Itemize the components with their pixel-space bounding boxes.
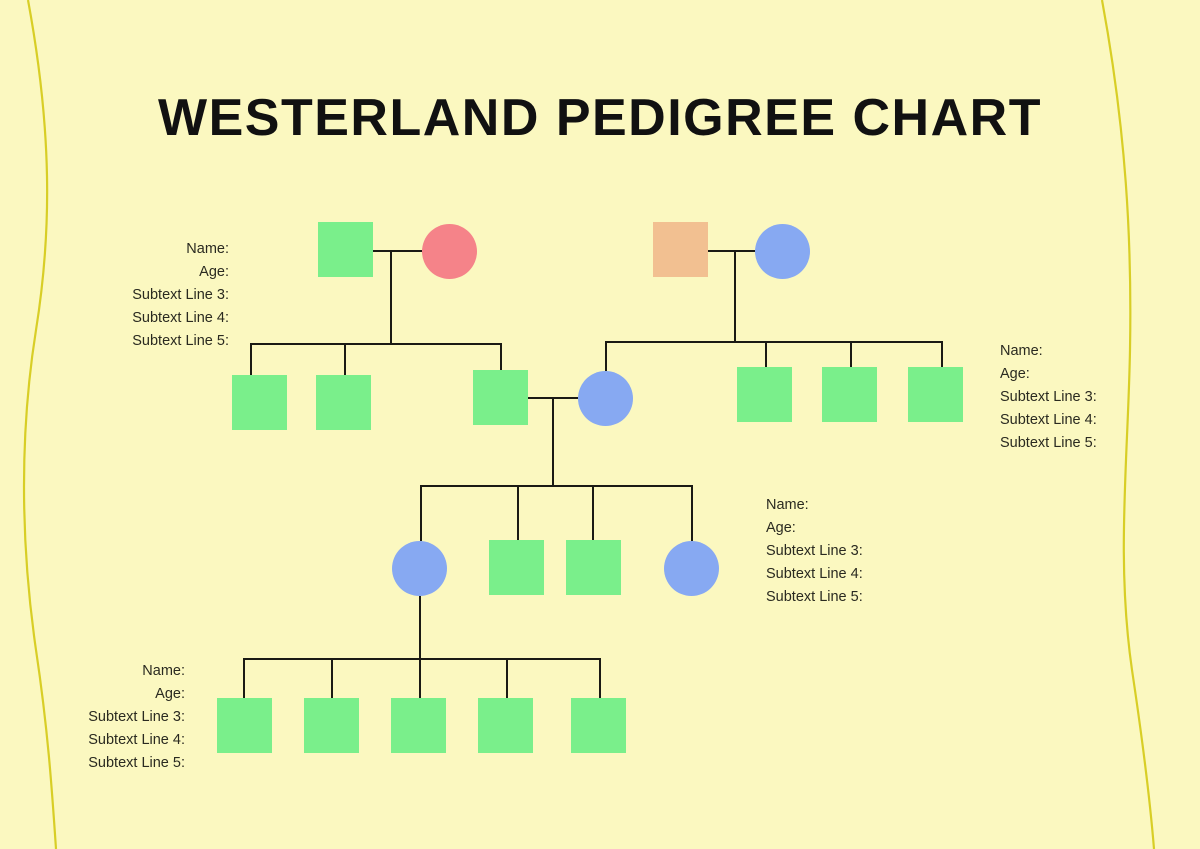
- union-line-g1-couple1: [373, 250, 422, 252]
- descent-line-g1-couple1: [390, 250, 392, 343]
- node-g1-a-male[interactable]: [318, 222, 373, 277]
- child-stem-g2-d: [605, 341, 607, 371]
- child-stem-g2-e: [765, 341, 767, 367]
- union-line-g1-couple2: [708, 250, 755, 252]
- child-stem-g4-b: [331, 658, 333, 698]
- descent-line-g3-a: [419, 596, 421, 698]
- node-g3-c-male[interactable]: [566, 540, 621, 595]
- info-line-subtext-3: Subtext Line 3:: [1000, 389, 1097, 405]
- info-line-subtext-3: Subtext Line 3:: [88, 709, 185, 725]
- node-g2-f-male[interactable]: [822, 367, 877, 422]
- info-line-subtext-4: Subtext Line 4:: [766, 566, 863, 582]
- node-g3-a-female[interactable]: [392, 541, 447, 596]
- info-line-age: Age:: [155, 686, 185, 702]
- node-g1-b-female[interactable]: [422, 224, 477, 279]
- sibship-bar-gen3: [420, 485, 692, 487]
- child-stem-g4-d: [506, 658, 508, 698]
- info-line-subtext-5: Subtext Line 5:: [132, 333, 229, 349]
- child-stem-g4-e: [599, 658, 601, 698]
- child-stem-g3-c: [592, 485, 594, 540]
- info-line-subtext-3: Subtext Line 3:: [766, 543, 863, 559]
- node-g2-e-male[interactable]: [737, 367, 792, 422]
- info-line-subtext-5: Subtext Line 5:: [766, 589, 863, 605]
- info-line-name: Name:: [186, 241, 229, 257]
- child-stem-g4-c: [419, 658, 421, 698]
- node-g2-b-male[interactable]: [316, 375, 371, 430]
- node-g1-d-female[interactable]: [755, 224, 810, 279]
- page-title: WESTERLAND PEDIGREE CHART: [158, 89, 1042, 147]
- sibship-bar-gen2-left: [250, 343, 502, 345]
- child-stem-g2-b: [344, 343, 346, 375]
- child-stem-g3-b: [517, 485, 519, 540]
- node-g4-c-male[interactable]: [391, 698, 446, 753]
- info-line-subtext-4: Subtext Line 4:: [132, 310, 229, 326]
- child-stem-g2-g: [941, 341, 943, 367]
- child-stem-g4-a: [243, 658, 245, 698]
- node-g1-c-male[interactable]: [653, 222, 708, 277]
- info-line-subtext-5: Subtext Line 5:: [1000, 435, 1097, 451]
- child-stem-g2-c: [500, 343, 502, 370]
- info-line-age: Age:: [766, 520, 796, 536]
- info-line-subtext-5: Subtext Line 5:: [88, 755, 185, 771]
- info-line-subtext-4: Subtext Line 4:: [1000, 412, 1097, 428]
- child-stem-g2-a: [250, 343, 252, 375]
- info-block-bottom-left: Name: Age: Subtext Line 3: Subtext Line …: [18, 660, 185, 775]
- info-line-age: Age:: [1000, 366, 1030, 382]
- sibship-bar-gen4: [243, 658, 600, 660]
- info-line-name: Name:: [766, 497, 809, 513]
- node-g2-a-male[interactable]: [232, 375, 287, 430]
- info-block-right: Name: Age: Subtext Line 3: Subtext Line …: [1000, 340, 1180, 455]
- node-g2-d-female[interactable]: [578, 371, 633, 426]
- info-line-subtext-3: Subtext Line 3:: [132, 287, 229, 303]
- node-g4-a-male[interactable]: [217, 698, 272, 753]
- info-block-middle: Name: Age: Subtext Line 3: Subtext Line …: [766, 494, 946, 609]
- descent-line-g2-couple: [552, 397, 554, 485]
- node-g2-g-male[interactable]: [908, 367, 963, 422]
- node-g4-e-male[interactable]: [571, 698, 626, 753]
- node-g2-c-male[interactable]: [473, 370, 528, 425]
- descent-line-g1-couple2: [734, 250, 736, 341]
- child-stem-g2-f: [850, 341, 852, 367]
- info-block-top-left: Name: Age: Subtext Line 3: Subtext Line …: [62, 238, 229, 353]
- child-stem-g3-d: [691, 485, 693, 541]
- node-g4-d-male[interactable]: [478, 698, 533, 753]
- info-line-subtext-4: Subtext Line 4:: [88, 732, 185, 748]
- node-g3-b-male[interactable]: [489, 540, 544, 595]
- info-line-name: Name:: [1000, 343, 1043, 359]
- node-g3-d-female[interactable]: [664, 541, 719, 596]
- sibship-bar-gen2-right: [605, 341, 942, 343]
- node-g4-b-male[interactable]: [304, 698, 359, 753]
- info-line-age: Age:: [199, 264, 229, 280]
- info-line-name: Name:: [142, 663, 185, 679]
- child-stem-g3-a: [420, 485, 422, 541]
